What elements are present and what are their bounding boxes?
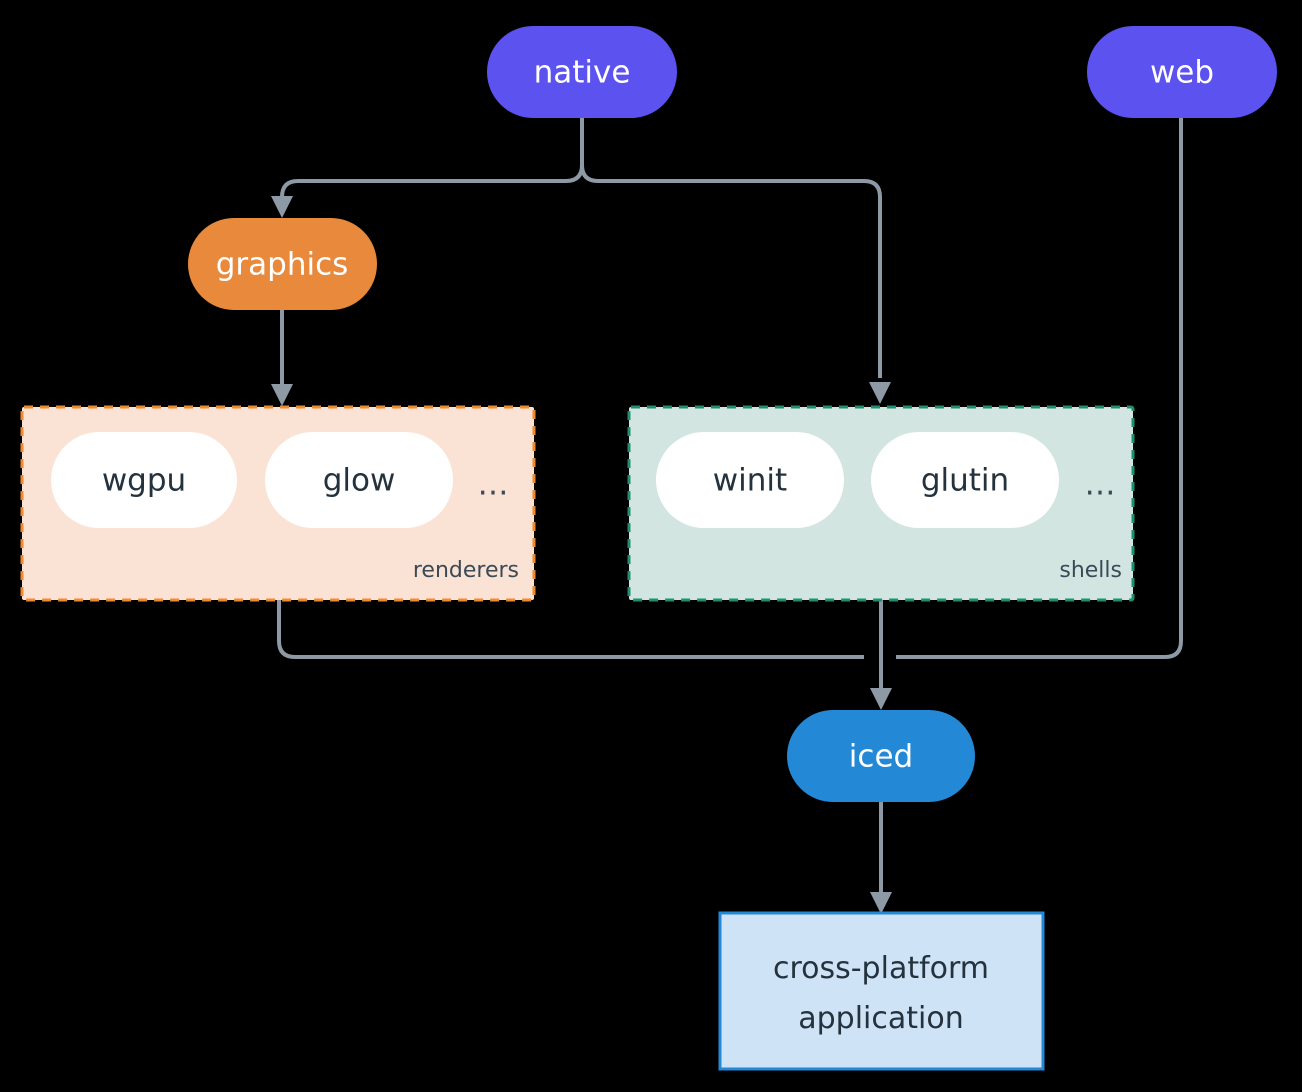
node-iced[interactable]: iced [787, 710, 975, 802]
group-shells: winit glutin … shells [627, 405, 1135, 602]
pill-winit[interactable]: winit [656, 432, 844, 528]
node-application-shape [718, 911, 1045, 1071]
node-application-label-line1: cross-platform [773, 951, 989, 986]
edge-renderers-to-iced [277, 600, 864, 659]
node-graphics-label: graphics [216, 247, 349, 283]
edge-web-to-iced [896, 118, 1183, 659]
shells-overflow-ellipsis: … [1085, 467, 1116, 503]
pill-wgpu-shape [51, 432, 237, 528]
edge-layer [271, 118, 1183, 914]
node-web-shape [1087, 26, 1277, 118]
renderers-overflow-ellipsis: … [478, 467, 509, 503]
group-renderers-label: renderers [413, 558, 519, 583]
group-renderers: wgpu glow … renderers [20, 405, 536, 602]
node-native-label: native [534, 55, 631, 91]
pill-glow[interactable]: glow [265, 432, 453, 528]
arrowhead-application [870, 892, 892, 914]
pill-glow-shape [265, 432, 453, 528]
node-iced-label: iced [849, 739, 913, 775]
pill-wgpu[interactable]: wgpu [51, 432, 237, 528]
pill-glow-label: glow [323, 463, 396, 499]
edge-native-to-graphics [280, 164, 584, 202]
node-graphics-shape [188, 218, 377, 310]
edge-native-split [580, 118, 882, 378]
node-web-label: web [1150, 55, 1214, 91]
pill-glutin[interactable]: glutin [871, 432, 1059, 528]
node-application[interactable]: cross-platform application [718, 911, 1045, 1071]
node-iced-shape [787, 710, 975, 802]
arrowhead-renderers [271, 384, 293, 406]
pill-winit-label: winit [713, 463, 787, 499]
pill-winit-shape [656, 432, 844, 528]
node-graphics[interactable]: graphics [188, 218, 377, 310]
node-native[interactable]: native [487, 26, 677, 118]
node-native-shape [487, 26, 677, 118]
arrowhead-shells [869, 382, 891, 404]
group-shells-label: shells [1059, 558, 1122, 583]
node-web[interactable]: web [1087, 26, 1277, 118]
pill-glutin-shape [871, 432, 1059, 528]
node-application-label-line2: application [798, 1001, 963, 1036]
pill-wgpu-label: wgpu [102, 463, 186, 499]
arrowhead-iced [870, 688, 892, 710]
arrowhead-graphics [271, 196, 293, 218]
pill-glutin-label: glutin [921, 463, 1009, 499]
